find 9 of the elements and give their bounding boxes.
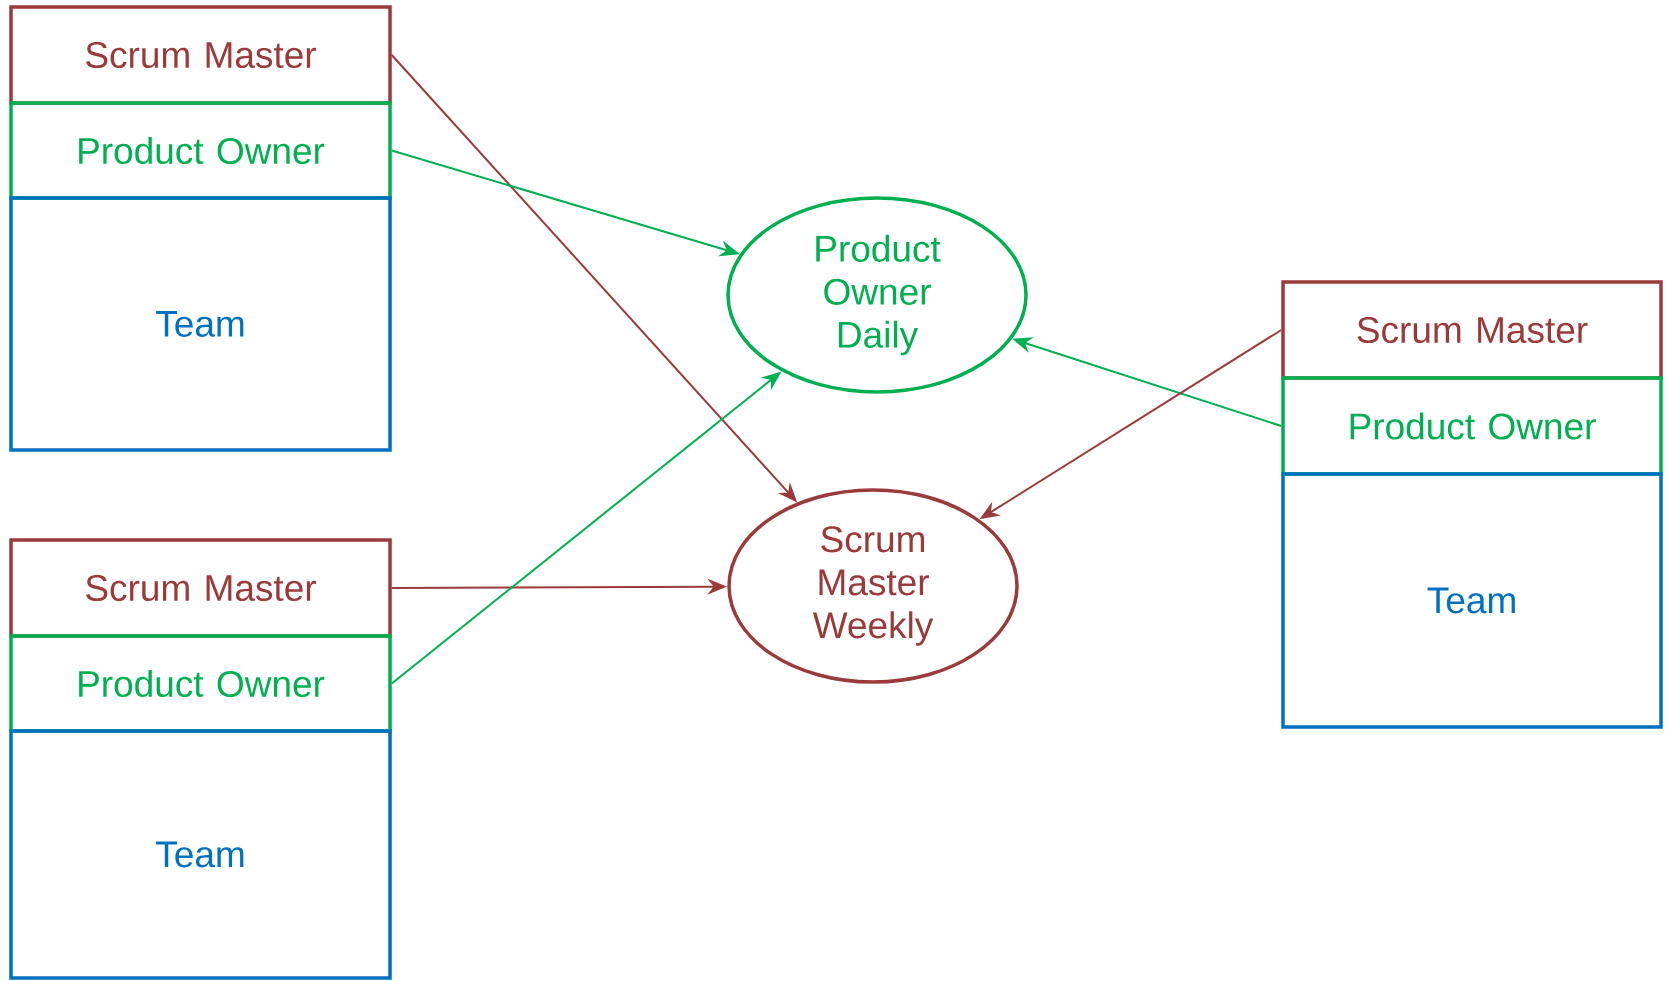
team-box: Team — [1281, 472, 1663, 729]
role-box: Product Owner — [9, 101, 392, 200]
role-box: Scrum Master — [1281, 280, 1663, 380]
role-box: Product Owner — [9, 634, 392, 733]
role-box: Product Owner — [1281, 376, 1663, 476]
team-box: Team — [9, 196, 392, 452]
team-box: Team — [9, 729, 392, 980]
role-box: Scrum Master — [9, 5, 392, 105]
role-box: Scrum Master — [9, 538, 392, 638]
